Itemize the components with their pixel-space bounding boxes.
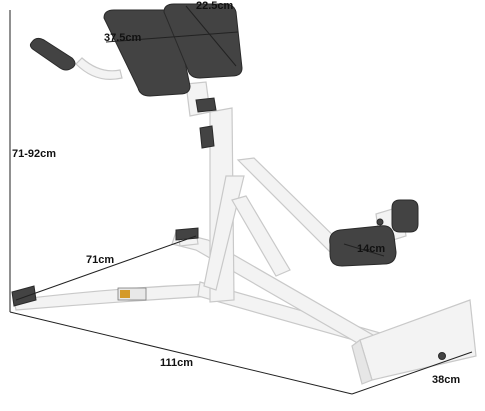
length-line (9, 311, 353, 395)
pad-width-line (185, 5, 237, 67)
pad-length-line (105, 31, 239, 43)
pad-width-label: 22.5cm (196, 0, 234, 12)
height-label: 71-92cm (12, 148, 57, 160)
pad-length-label: 37.5cm (104, 32, 142, 44)
bench-pads (11, 3, 446, 360)
base-width-label: 71cm (86, 254, 115, 266)
rear-width-label: 38cm (432, 374, 461, 386)
foot-pad-line (343, 243, 385, 257)
rear-width-line (351, 351, 473, 395)
base-width-line (15, 235, 197, 301)
length-label: 111cm (160, 357, 194, 369)
warning-sticker-mark (120, 290, 130, 298)
dimension-lines (9, 5, 473, 395)
foot-pad-label: 14cm (357, 243, 386, 255)
